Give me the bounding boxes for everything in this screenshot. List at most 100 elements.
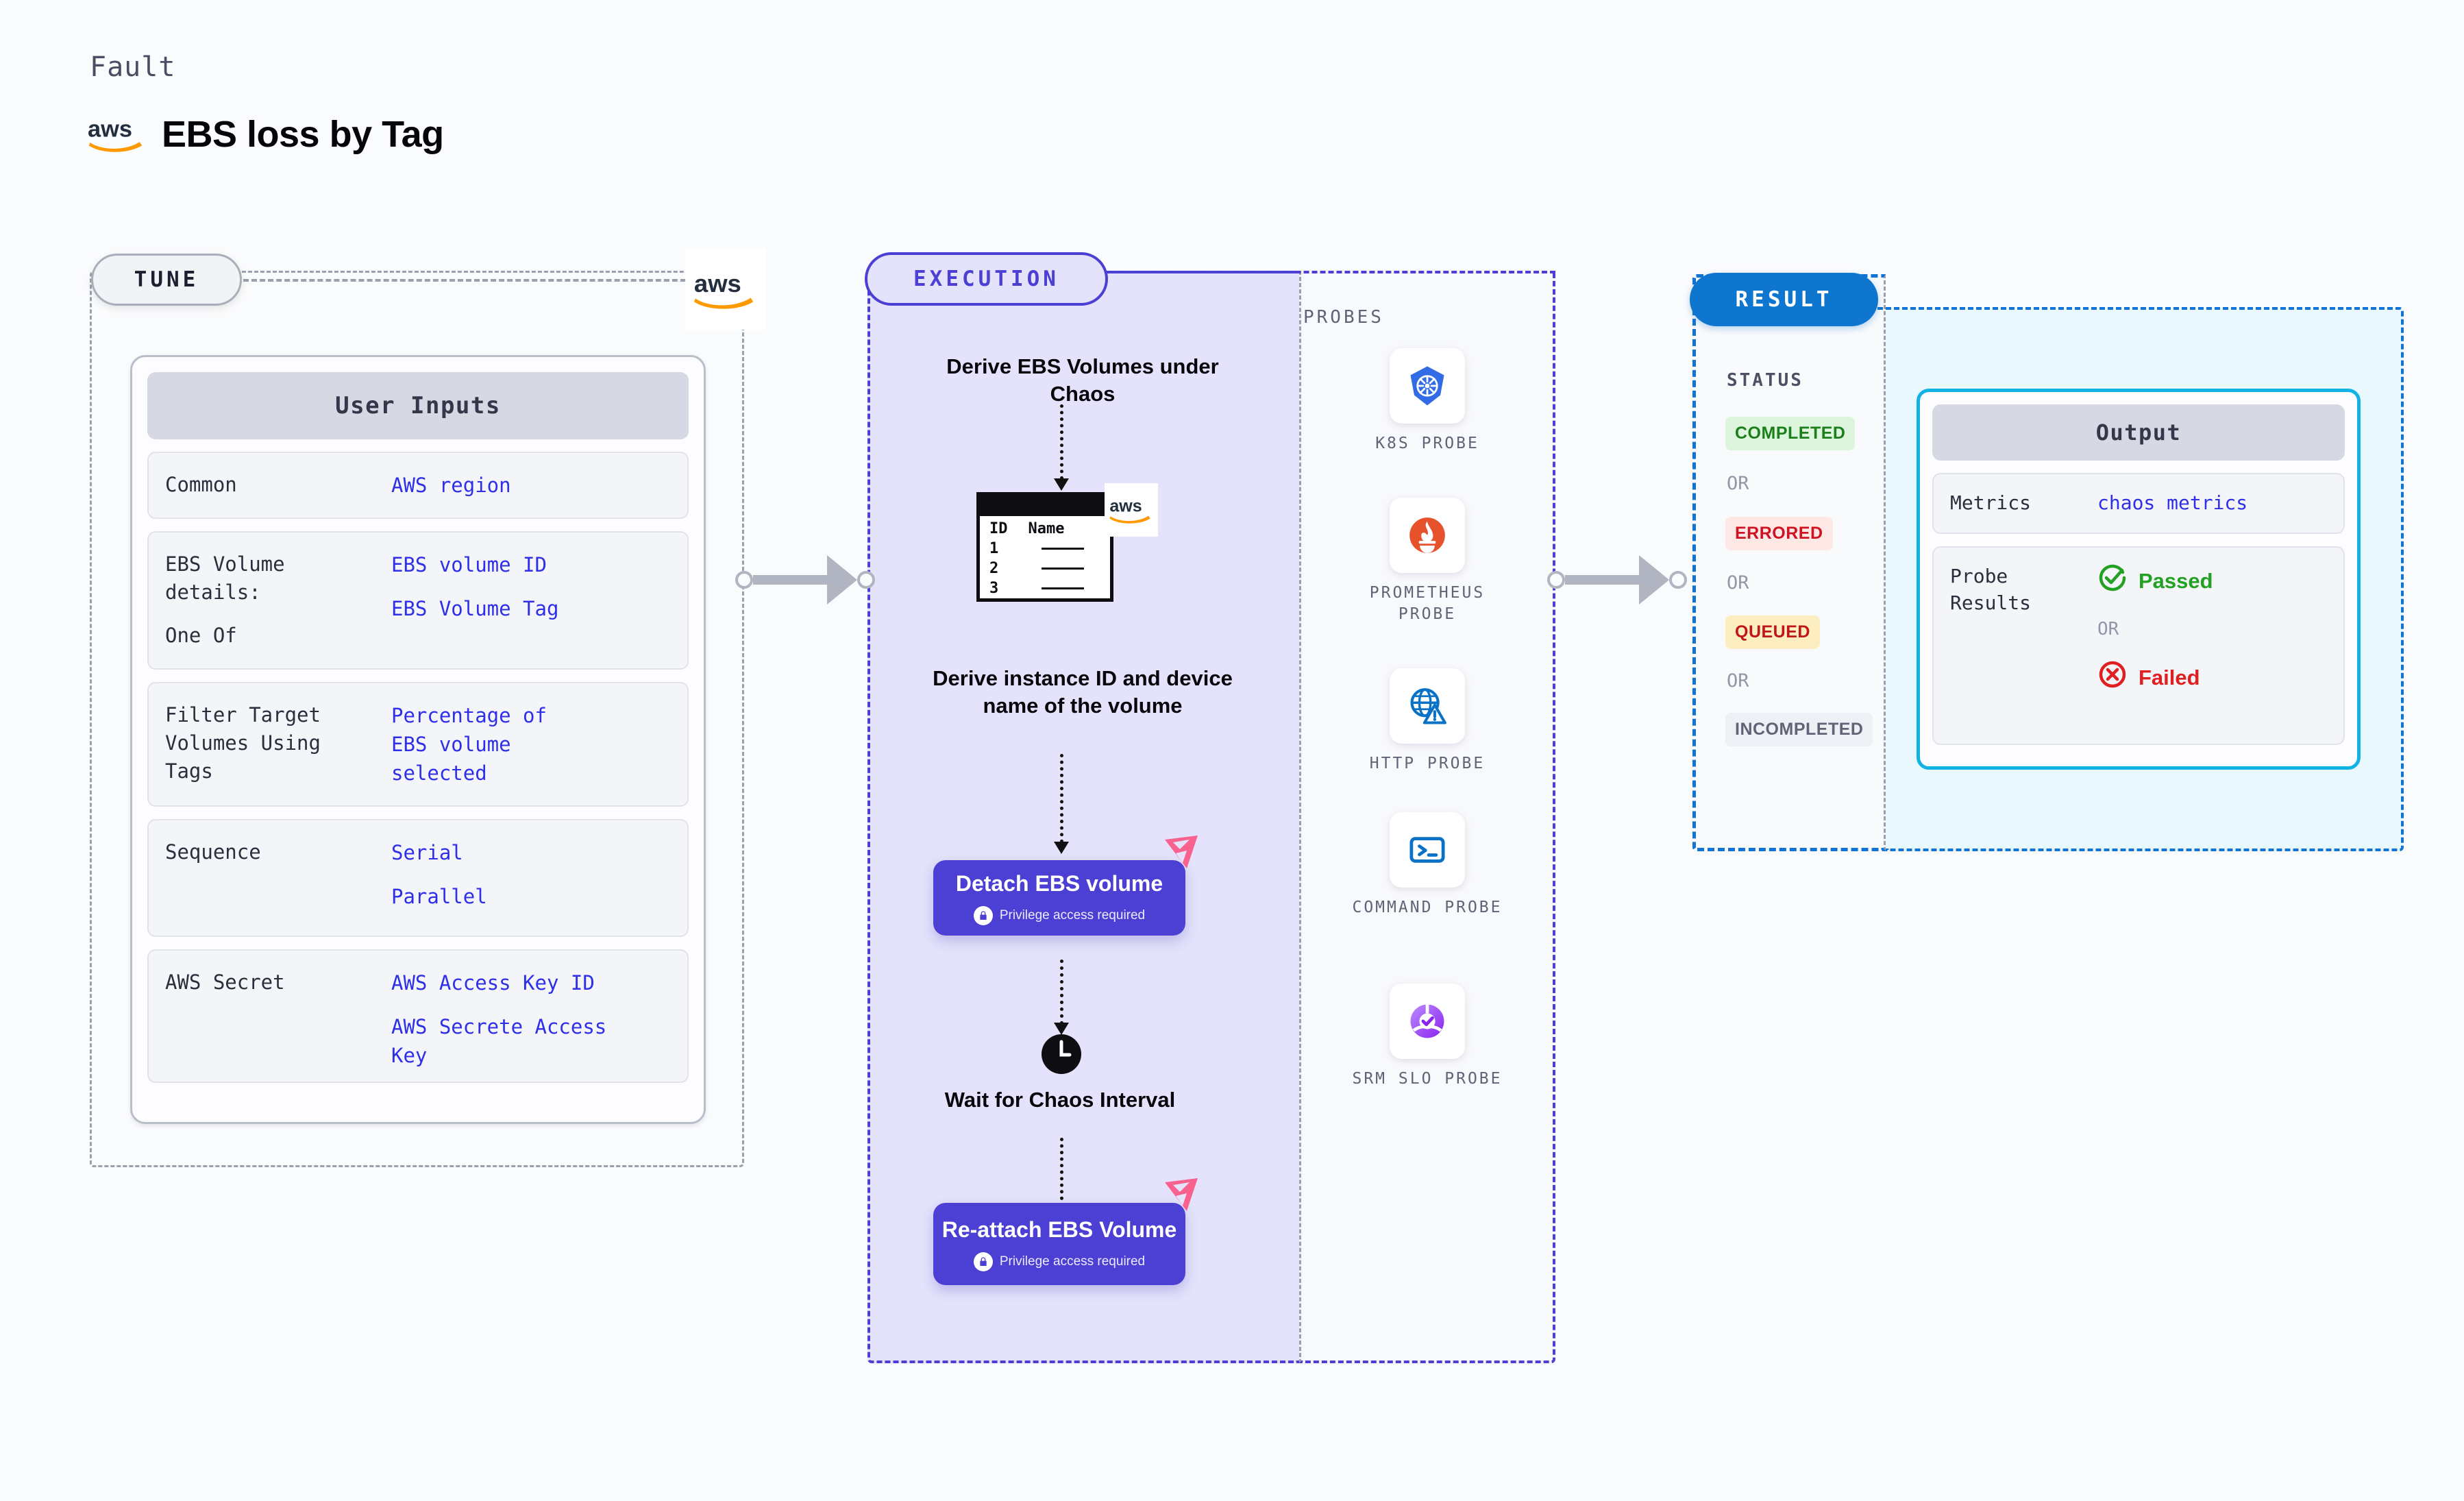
row-value[interactable]: Parallel	[391, 884, 487, 908]
step-reattach-ebs-volume[interactable]: Re-attach EBS Volume Privilege access re…	[933, 1203, 1185, 1285]
table-cell-name-blank	[1042, 568, 1084, 570]
flow-arrowhead	[1054, 478, 1069, 491]
row-values: Percentage of EBS volume selected	[391, 701, 590, 788]
output-row-probe-results[interactable]: Probe Results Passed OR	[1932, 546, 2345, 745]
output-row-metrics[interactable]: Metrics chaos metrics	[1932, 473, 2345, 534]
or-label: OR	[1727, 473, 1749, 494]
step-detach-ebs-volume[interactable]: Detach EBS volume Privilege access requi…	[933, 860, 1185, 936]
connector-execution-to-result	[1547, 555, 1687, 605]
row-value[interactable]: Serial	[391, 840, 463, 864]
status-badge-errored: ERRORED	[1725, 517, 1833, 550]
table-row: 2	[989, 560, 1100, 577]
row-label-line: EBS Volume	[165, 552, 285, 576]
svg-text:aws: aws	[1109, 497, 1142, 516]
or-label: OR	[1727, 572, 1749, 594]
failed-label: Failed	[2139, 666, 2200, 690]
user-input-row[interactable]: Common AWS region	[147, 452, 689, 520]
x-circle-icon	[2097, 659, 2128, 698]
fault-title-row: aws EBS loss by Tag	[88, 113, 444, 156]
table-row: 1	[989, 540, 1100, 557]
row-label: AWS Secret	[165, 970, 285, 994]
user-inputs-header: User Inputs	[147, 372, 689, 439]
probe-item-srm-slo[interactable]: SRM SLO PROBE	[1345, 984, 1510, 1090]
user-input-row[interactable]: EBS Volume details: One Of EBS volume ID…	[147, 531, 689, 670]
step-title: Re-attach EBS Volume	[941, 1217, 1177, 1243]
status-title: STATUS	[1727, 370, 1803, 391]
user-input-row[interactable]: Sequence Serial Parallel	[147, 818, 689, 937]
status-badge-queued: QUEUED	[1725, 615, 1820, 649]
output-header: Output	[1932, 404, 2345, 461]
row-values: chaos metrics	[2097, 489, 2247, 517]
http-globe-warning-icon	[1390, 668, 1465, 744]
row-value[interactable]: AWS Secrete Access Key	[391, 1014, 607, 1067]
row-values: Passed OR Failed	[2097, 563, 2213, 729]
step-note: Privilege access required	[973, 905, 1146, 925]
row-values: AWS region	[391, 471, 511, 500]
row-label-line: Volumes Using	[165, 731, 321, 755]
connector-bar	[1565, 575, 1639, 585]
tune-dashed-connector	[243, 279, 702, 282]
flow-arrowhead	[1054, 842, 1069, 854]
probe-label: HTTP PROBE	[1369, 755, 1486, 772]
table-col-name: Name	[1028, 520, 1065, 537]
execution-dashed-top	[1107, 271, 1555, 273]
step-note: Privilege access required	[973, 1252, 1145, 1271]
row-values: AWS Access Key ID AWS Secrete Access Key	[391, 968, 638, 1067]
row-value[interactable]: AWS region	[391, 474, 511, 497]
probe-label: COMMAND PROBE	[1352, 899, 1503, 916]
step-note-text: Privilege access required	[999, 907, 1146, 923]
table-cell-id: 1	[989, 540, 999, 557]
probe-result-failed: Failed	[2097, 659, 2213, 698]
aws-logo-icon: aws	[1105, 483, 1158, 537]
result-pill[interactable]: RESULT	[1690, 273, 1878, 326]
probe-item-k8s[interactable]: K8S PROBE	[1345, 348, 1510, 454]
row-label: Common	[165, 473, 237, 496]
execution-pill[interactable]: EXECUTION	[865, 252, 1108, 306]
connector-dot	[1547, 571, 1565, 589]
probe-item-command[interactable]: COMMAND PROBE	[1345, 812, 1510, 918]
probe-result-passed: Passed	[2097, 563, 2213, 601]
table-cell-name-blank	[1042, 548, 1084, 550]
srm-slo-icon	[1390, 984, 1465, 1059]
probe-label: PROMETHEUS PROBE	[1369, 584, 1486, 624]
aws-logo-icon: aws	[685, 249, 766, 330]
flow-dotted-line	[1060, 404, 1063, 480]
tune-pill[interactable]: TUNE	[91, 254, 242, 306]
passed-label: Passed	[2139, 568, 2213, 593]
row-value[interactable]: EBS Volume Tag	[391, 597, 559, 621]
user-input-row[interactable]: AWS Secret AWS Access Key ID AWS Secrete…	[147, 949, 689, 1083]
connector-arrowhead	[1639, 555, 1669, 605]
or-label: OR	[1727, 670, 1749, 692]
table-col-id: ID	[989, 520, 1008, 537]
row-value[interactable]: AWS Access Key ID	[391, 971, 595, 994]
clock-icon	[1041, 1034, 1082, 1075]
execution-section	[867, 271, 1299, 1363]
probe-item-http[interactable]: HTTP PROBE	[1345, 668, 1510, 774]
metrics-value[interactable]: chaos metrics	[2097, 491, 2248, 514]
row-label-line: Tags	[165, 759, 213, 783]
row-value[interactable]: EBS volume ID	[391, 553, 547, 577]
user-input-row[interactable]: Filter Target Volumes Using Tags Percent…	[147, 681, 689, 807]
svg-text:aws: aws	[88, 116, 132, 142]
row-label-line: Filter Target	[165, 703, 321, 727]
row-label-line: details:	[165, 581, 261, 605]
table-cell-id: 3	[989, 580, 999, 597]
row-label-line: Results	[1950, 591, 2032, 615]
row-label: Probe Results	[1950, 563, 2097, 729]
terminal-icon	[1390, 812, 1465, 888]
row-label-line: Probe	[1950, 564, 2008, 587]
table-titlebar	[980, 496, 1110, 516]
row-label: EBS Volume details: One Of	[165, 550, 391, 650]
probe-label: SRM SLO PROBE	[1352, 1070, 1503, 1088]
probe-label: K8S PROBE	[1375, 435, 1479, 452]
status-badge-incompleted: INCOMPLETED	[1725, 713, 1873, 746]
or-label: OR	[2097, 619, 2119, 640]
tune-section	[90, 271, 744, 1167]
row-value[interactable]: Percentage of EBS volume selected	[391, 703, 547, 785]
page-title: EBS loss by Tag	[162, 114, 444, 155]
flow-dotted-line	[1060, 960, 1063, 1025]
aws-logo-icon: aws	[88, 115, 147, 154]
row-label: Filter Target Volumes Using Tags	[165, 701, 391, 788]
step-derive-ebs-volumes: Derive EBS Volumes under Chaos	[946, 354, 1219, 406]
probe-item-prometheus[interactable]: PROMETHEUS PROBE	[1345, 498, 1510, 625]
